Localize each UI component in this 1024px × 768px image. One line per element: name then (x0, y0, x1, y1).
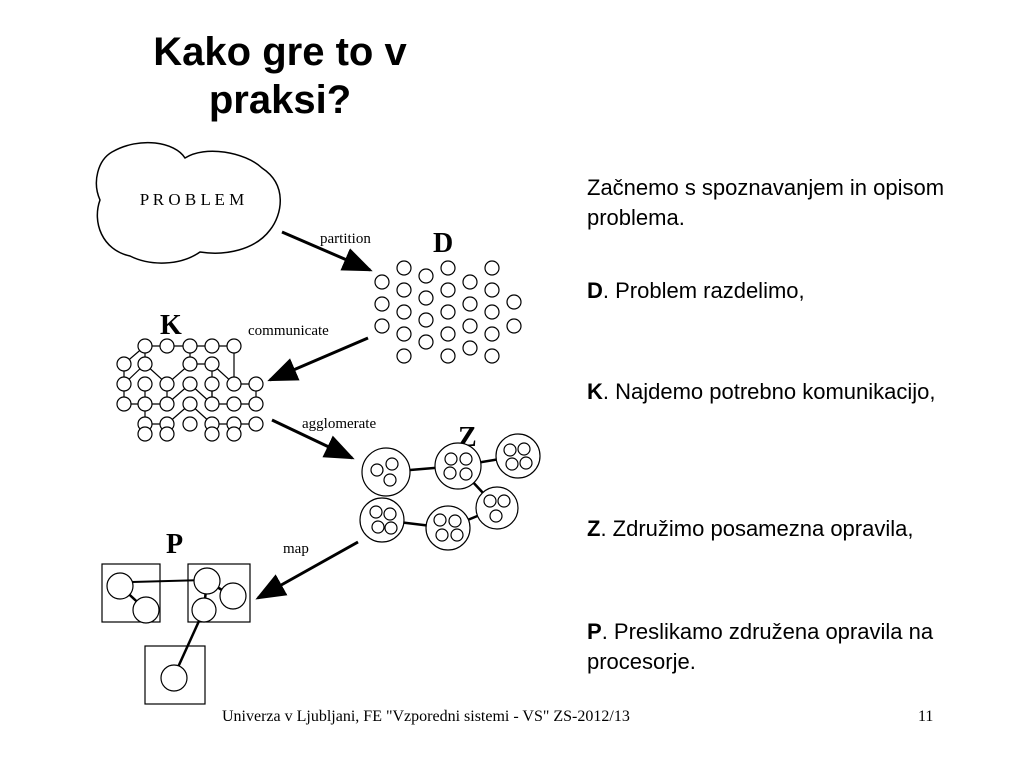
agglomerate-arrow (271, 418, 355, 460)
point-z-text: . Združimo posamezna opravila, (600, 516, 914, 541)
cluster (425, 505, 471, 551)
partition-task-grid (374, 260, 522, 364)
cluster (359, 497, 405, 543)
map-label: map (283, 541, 309, 557)
communication-graph (116, 338, 264, 442)
stage-letter-d: D (433, 228, 453, 259)
point-intro: Začnemo s spoznavanjem in opisom problem… (587, 173, 1017, 233)
point-d: D. Problem razdelimo, (587, 276, 1017, 306)
point-intro-text: Začnemo s spoznavanjem in opisom problem… (587, 175, 945, 230)
processor-mapping (101, 563, 251, 705)
point-z: Z. Združimo posamezna opravila, (587, 514, 1017, 544)
point-k: K. Najdemo potrebno komunikacijo, (587, 377, 1017, 407)
point-d-text: . Problem razdelimo, (602, 278, 805, 303)
point-p-text: . Preslikamo združena opravila na proces… (587, 619, 934, 674)
partition-arrow (281, 230, 373, 272)
problem-cloud (95, 141, 281, 264)
point-k-lead: K (587, 379, 603, 404)
point-k-text: . Najdemo potrebno komunikacijo, (602, 379, 936, 404)
agglomerated-groups (359, 433, 541, 551)
slide-title: Kako gre to v praksi? (153, 30, 407, 122)
cluster (495, 433, 541, 479)
page-number: 11 (918, 708, 934, 725)
point-z-lead: Z (587, 516, 601, 541)
cluster (434, 442, 482, 490)
partition-label: partition (320, 231, 371, 247)
point-d-lead: D (587, 278, 603, 303)
stage-letter-k: K (160, 310, 182, 341)
cluster (361, 447, 411, 497)
agglomerate-label: agglomerate (302, 416, 376, 432)
pcam-diagram: P R O B L E M partition communicate aggl… (95, 141, 541, 705)
communicate-label: communicate (248, 323, 329, 339)
map-arrow (255, 540, 359, 600)
problem-label: P R O B L E M (140, 190, 245, 209)
footer-text: Univerza v Ljubljani, FE "Vzporedni sist… (222, 708, 630, 725)
communicate-arrow (267, 336, 369, 382)
point-p-lead: P (587, 619, 602, 644)
cluster (475, 486, 519, 530)
point-p: P. Preslikamo združena opravila na proce… (587, 617, 1017, 677)
stage-letter-p: P (166, 529, 183, 560)
